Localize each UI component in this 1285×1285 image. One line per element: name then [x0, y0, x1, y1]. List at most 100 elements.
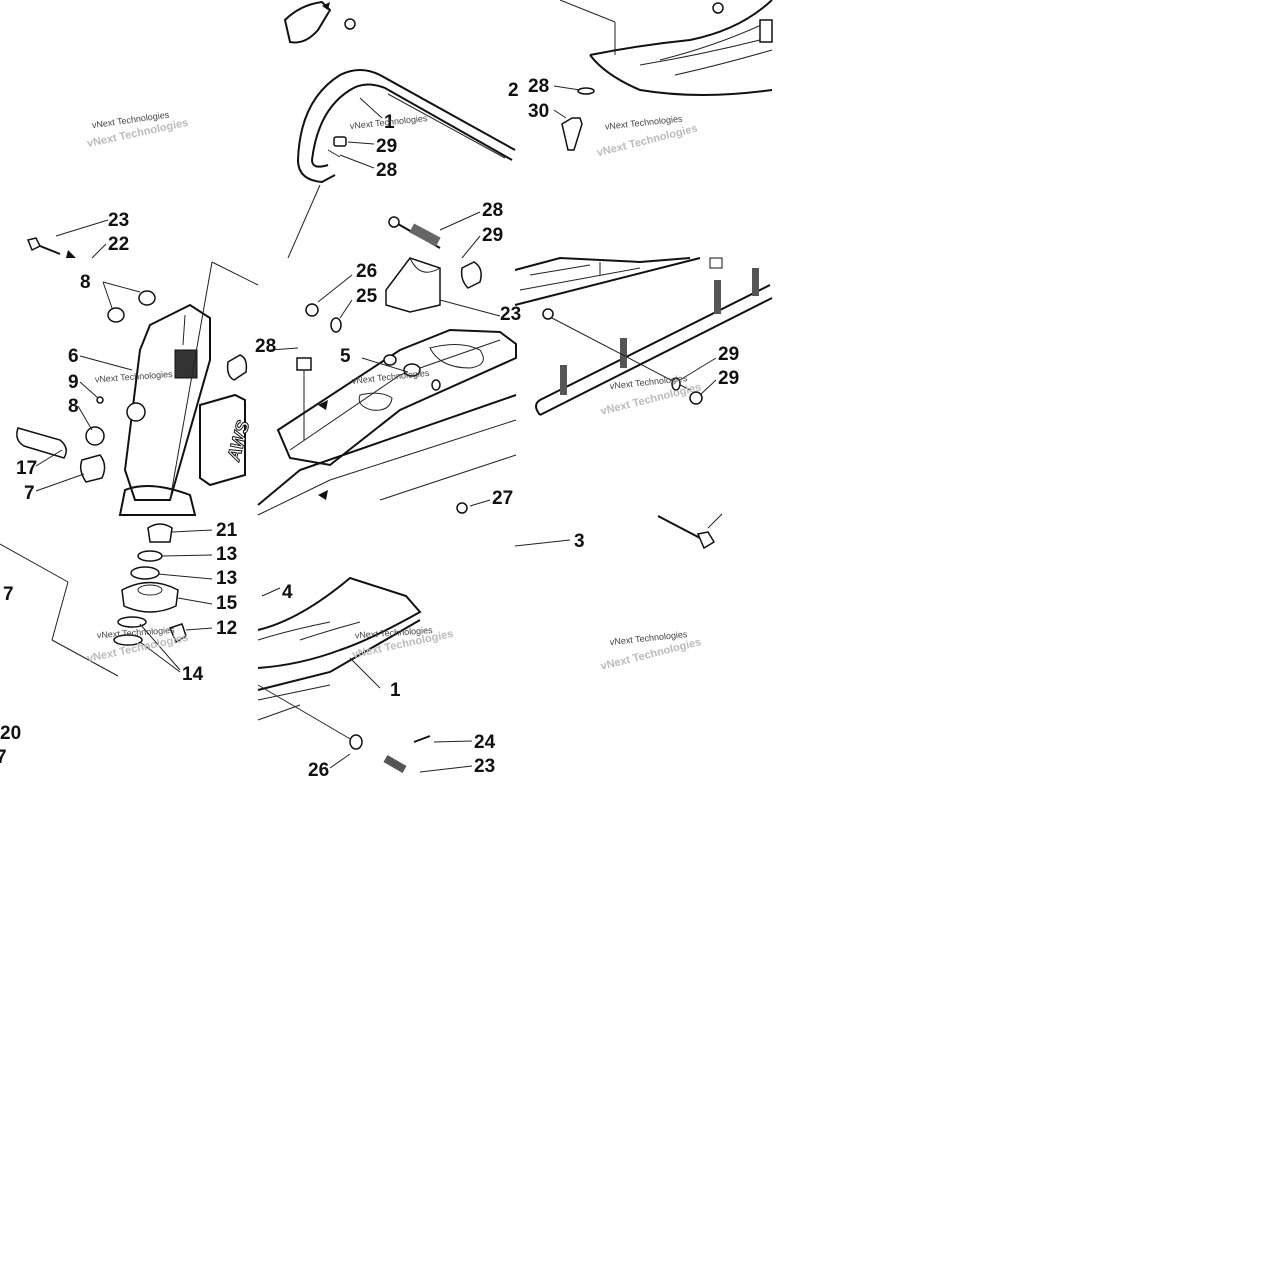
callout-7: 7: [0, 747, 7, 768]
ski-tip-bottom: [589, 54, 773, 96]
callout-28: 29: [718, 344, 739, 365]
callout-18: 22: [108, 234, 129, 255]
tile-middle-right: 29 29 vNext Technologies vNext Technolog…: [514, 256, 773, 418]
callout-12: 13: [216, 544, 237, 565]
bolt-shaft: [657, 515, 701, 539]
block-20-part: [385, 257, 441, 313]
callout-25: 27: [492, 488, 513, 509]
ring-12-part: [137, 550, 163, 562]
callout-22: 24: [474, 732, 496, 753]
callout-21: 23: [474, 756, 495, 777]
watermark: vNext Technologies: [351, 368, 430, 386]
mount-hole: [431, 379, 441, 391]
tile-bottom-right: 3 vNext Technologies vNext Technologies: [514, 513, 723, 673]
callout-24: 26: [356, 261, 377, 282]
callout-26: 28: [255, 336, 276, 357]
arrow-marker: [322, 2, 330, 10]
callout-27: 28: [482, 200, 503, 221]
callout-10: 8: [80, 272, 91, 293]
nut-24-part: [305, 303, 319, 317]
callout-3: 3: [574, 531, 585, 552]
bolt-hole: [542, 308, 554, 320]
callout-11: 12: [216, 618, 237, 639]
callout-29: 29: [376, 136, 397, 157]
grease-fitting-9-part: [96, 396, 104, 404]
bolt-27-thread: [409, 223, 441, 247]
callout-7: 7: [24, 483, 35, 504]
aws-decal-part: [199, 393, 246, 487]
mount-hole: [403, 363, 421, 377]
bolt-27-head: [388, 216, 400, 228]
washer-28-part: [327, 149, 341, 158]
callout-19: 23: [108, 210, 129, 231]
ski-front-1-part: [257, 576, 422, 669]
handle-rib: [387, 93, 506, 159]
callout-20: 23: [500, 304, 521, 325]
tile-top-right: 28 30 vNext Technologies vNext Technolog…: [528, 0, 773, 159]
bushing-8-part: [126, 402, 146, 422]
callout-13: 13: [216, 568, 237, 589]
callout-1: 1: [390, 680, 401, 701]
bolt-19-part: [26, 237, 42, 252]
nut-part: [712, 2, 724, 14]
nut-26-part: [296, 357, 312, 371]
callout-28: 29: [482, 225, 503, 246]
callout-28: 28: [376, 160, 397, 181]
ski-rail-part: [257, 394, 517, 506]
callout-30: 30: [528, 101, 549, 122]
bushing-part: [85, 426, 105, 446]
studs: [560, 257, 759, 395]
tile-top-left: vNext Technologies vNext Technologies: [86, 109, 189, 150]
callout-17: 21: [216, 520, 238, 541]
washer-28-part: [577, 87, 595, 95]
wear-bar-part: [535, 284, 771, 416]
callout-23: 26: [308, 760, 329, 781]
stud-part: [456, 502, 468, 514]
callout-15: 17: [16, 458, 37, 479]
ski-body-edge: [514, 257, 701, 306]
callout-16: 20: [0, 723, 21, 744]
spindle-base-part: [118, 485, 197, 516]
saddle-bracket-5-part: [276, 328, 517, 467]
callout-29: 29: [718, 368, 739, 389]
callout-8: 7: [3, 584, 14, 605]
bracket-part: [759, 19, 773, 43]
ski-body-top: [514, 256, 691, 271]
washer-13-part: [113, 634, 143, 646]
washer-23-part: [349, 734, 363, 750]
nut-10-part: [107, 307, 125, 323]
callout-8: 8: [68, 396, 79, 417]
bolt-11-part: [168, 623, 187, 644]
bolt-head: [696, 531, 716, 550]
washer-13-part: [117, 616, 147, 628]
callout-6: 6: [68, 346, 79, 367]
nut-10-part: [138, 290, 156, 306]
tile-bottom-middle: 1 4 24 23 26 vNext Technologies vNext Te…: [257, 576, 496, 781]
callout-2: 1: [384, 112, 395, 133]
bracket-part: [283, 0, 332, 44]
cap-17-part: [147, 523, 173, 543]
tile-bottom-left: 7 21 13 13 15 12 14 20 7 vNext Technolog…: [0, 520, 238, 768]
callout-2-partial: 2: [508, 80, 519, 101]
tile-center: 28 29 23 26 25 5: [257, 200, 521, 516]
bolt-30-part: [561, 117, 583, 151]
pin-15-part: [16, 427, 67, 459]
threaded-stud-part: [174, 349, 198, 379]
callout-14: 15: [216, 593, 238, 614]
watermark: vNext Technologies: [95, 369, 174, 384]
callout-4: 4: [282, 582, 293, 603]
callout-9: 9: [68, 372, 79, 393]
nut-29-part: [689, 391, 703, 405]
nut-29-part: [333, 136, 347, 147]
callout-28: 28: [528, 76, 549, 97]
callout-13: 14: [182, 664, 204, 685]
bushing-28-part: [460, 261, 482, 289]
bushing-part: [226, 354, 248, 381]
nut-part: [344, 18, 356, 30]
callout-23: 25: [356, 286, 378, 307]
callout-5: 5: [340, 346, 351, 367]
bushing-7-part: [79, 454, 106, 483]
washer-23-part: [330, 317, 342, 333]
bolt-21-part: [383, 755, 407, 773]
